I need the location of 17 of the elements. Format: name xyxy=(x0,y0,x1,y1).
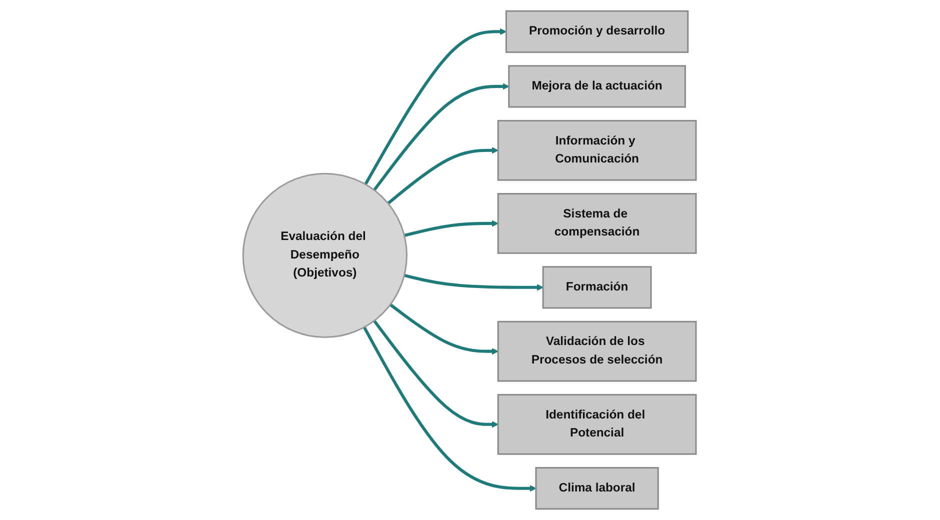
node-box: Mejora de la actuación xyxy=(508,65,686,108)
arrow xyxy=(364,28,507,186)
arrow xyxy=(390,303,499,355)
arrow xyxy=(404,220,499,237)
node-box: Validación de los Procesos de selección xyxy=(498,320,698,382)
node-circle: Evaluación del Desempeño (Objetivos) xyxy=(242,172,408,338)
arrow xyxy=(388,147,499,205)
arrow xyxy=(373,83,510,192)
node-box: Sistema de compensación xyxy=(498,193,698,254)
node-box: Información y Comunicación xyxy=(498,120,698,181)
arrow xyxy=(373,320,499,428)
node-box: Promoción y desarrollo xyxy=(506,10,690,53)
node-box: Formación xyxy=(542,266,652,309)
arrow xyxy=(404,274,544,291)
node-box: Clima laboral xyxy=(536,467,660,510)
arrow xyxy=(363,326,537,492)
node-box: Identificación del Potencial xyxy=(498,394,698,455)
